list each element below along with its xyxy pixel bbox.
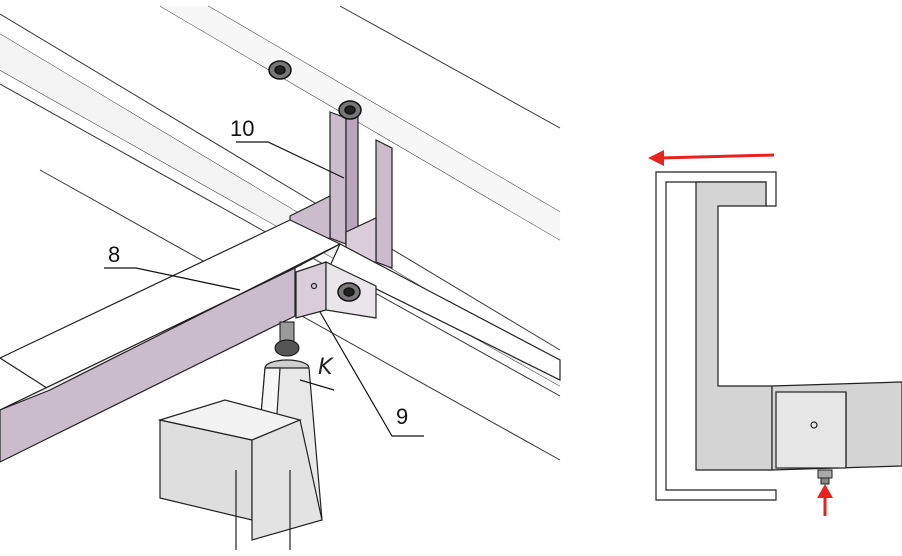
- callout-8: 8: [108, 242, 120, 267]
- bolt-plate: [337, 282, 361, 302]
- bolt-top-right: [338, 100, 362, 120]
- leveling-foot: [157, 359, 323, 550]
- leader-8: [104, 267, 241, 291]
- left-isometric-view: 10 8 9 K: [0, 5, 561, 550]
- bottom-bolt: [817, 469, 833, 485]
- side-bar: [771, 381, 902, 471]
- callout-9: 9: [396, 404, 408, 429]
- c-channel: [655, 171, 777, 501]
- callout-10: 10: [230, 116, 254, 141]
- screw-k: [274, 321, 300, 357]
- bolts: [268, 60, 362, 302]
- upper-rail-top: [160, 6, 560, 240]
- leader-lines: [104, 141, 424, 437]
- beam-part-8: [0, 219, 561, 463]
- leader-9: [319, 311, 424, 437]
- red-arrow-left: [648, 150, 775, 166]
- leader-k: [299, 379, 335, 391]
- right-section-view: [648, 150, 902, 516]
- bolt-top-left: [268, 60, 292, 80]
- red-arrow-up: [817, 484, 833, 516]
- leader-10: [236, 141, 345, 179]
- callout-k: K: [318, 355, 334, 380]
